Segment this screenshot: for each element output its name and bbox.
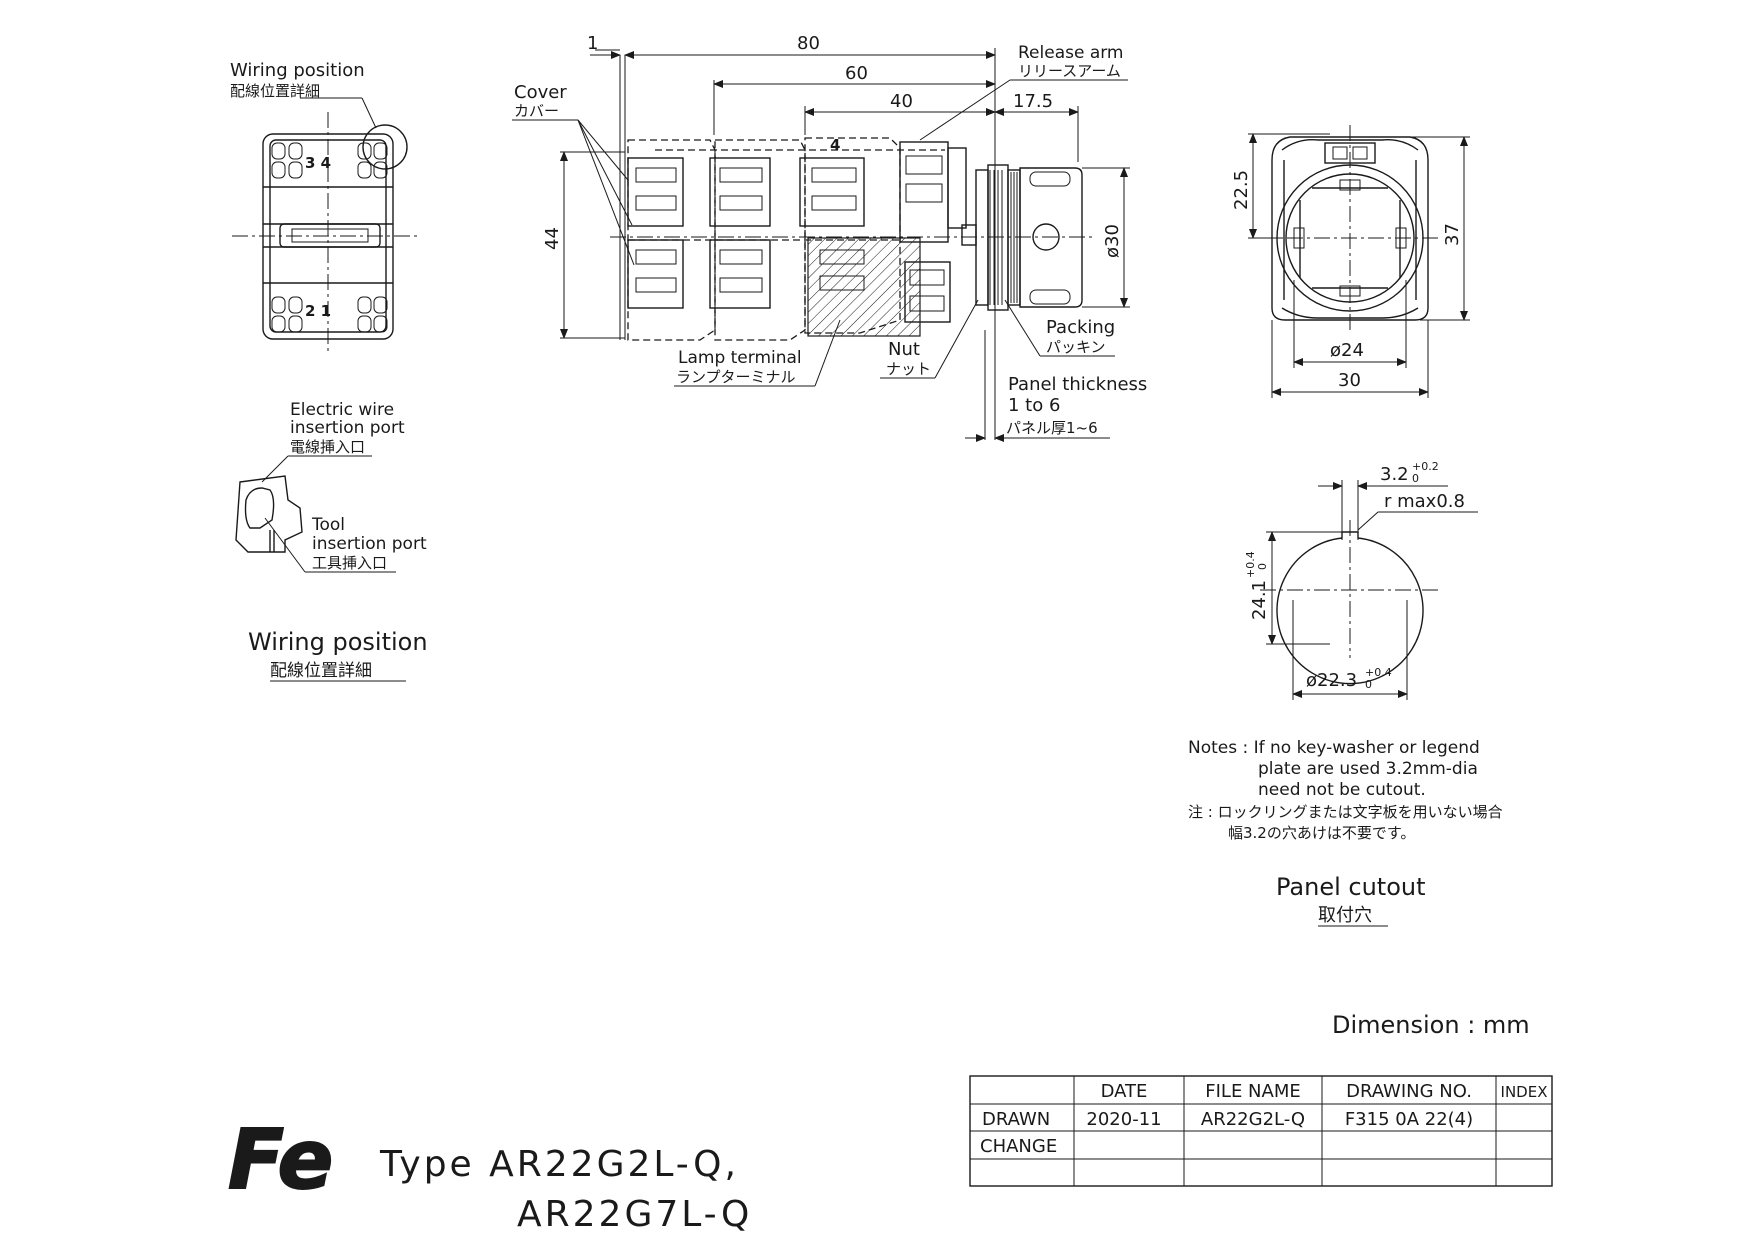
panel-cutout: 3.2 +0.2 0 r max0.8 24.1 +0.4 0 ø22.3 +0… xyxy=(1244,460,1478,700)
wiring-position-title-jp: 配線位置詳細 xyxy=(270,661,372,681)
title-block: DATE FILE NAME DRAWING NO. INDEX DRAWN 2… xyxy=(969,1075,1553,1187)
note-line-3: need not be cutout. xyxy=(1258,780,1426,800)
dim-22-3-tol-up: +0.4 xyxy=(1365,666,1392,679)
wiring-position-title: Wiring position xyxy=(248,628,428,656)
cover-label: Cover xyxy=(514,82,567,103)
dim-dia-30: ø30 xyxy=(1102,224,1123,258)
operator-head xyxy=(1019,167,1083,308)
tool-label-jp: 工具挿入口 xyxy=(312,554,387,572)
tool-label-2: insertion port xyxy=(312,534,427,554)
lamp-terminal-label-jp: ランプターミナル xyxy=(676,368,796,386)
notes: Notes : If no key-washer or legend plate… xyxy=(1188,738,1503,842)
note-line-2: plate are used 3.2mm-dia xyxy=(1258,759,1478,779)
dim-60: 60 xyxy=(845,63,868,84)
dim-30: 30 xyxy=(1338,370,1361,391)
r-max-label: r max0.8 xyxy=(1384,491,1465,512)
side-view: 1 80 60 40 17.5 Release arm リリースアーム 44 C… xyxy=(512,33,1147,442)
nut-label: Nut xyxy=(888,339,920,360)
tb-drawn-drawing-no: F315 0A 22(4) xyxy=(1345,1109,1473,1130)
panel-thickness-label: Panel thickness xyxy=(1008,374,1147,395)
dim-37: 37 xyxy=(1442,223,1463,246)
tb-row-drawn: DRAWN xyxy=(982,1109,1050,1130)
insertion-port-detail: Electric wire insertion port 電線挿入口 Tool … xyxy=(235,400,428,682)
dim-44: 44 xyxy=(542,227,563,250)
lamp-terminal-label: Lamp terminal xyxy=(678,348,802,368)
dim-3-2: 3.2 xyxy=(1380,464,1409,485)
dim-17-5: 17.5 xyxy=(1013,91,1053,112)
terminal-34-label: 3 4 xyxy=(305,154,331,172)
tb-header-index: INDEX xyxy=(1501,1083,1548,1101)
tb-drawn-file-name: AR22G2L-Q xyxy=(1201,1109,1305,1130)
dim-dia-22-3: ø22.3 xyxy=(1306,670,1357,691)
wiring-position-top-label-jp: 配線位置詳細 xyxy=(230,82,320,100)
cover-label-jp: カバー xyxy=(514,102,559,120)
nut-label-jp: ナット xyxy=(886,360,931,378)
tb-header-file-name: FILE NAME xyxy=(1205,1081,1300,1102)
tb-header-date: DATE xyxy=(1101,1081,1148,1102)
dim-1: 1 xyxy=(587,33,598,54)
dim-24-1-tol-up: +0.4 xyxy=(1244,551,1257,578)
product-type-line-2: AR22G7L-Q xyxy=(517,1194,752,1235)
fe-logo: Fe xyxy=(228,1113,333,1208)
dim-3-2-tol-low: 0 xyxy=(1412,472,1419,485)
packing-label-jp: パッキン xyxy=(1046,338,1106,356)
panel-thickness-range: 1 to 6 xyxy=(1008,395,1060,416)
wiring-position-top-label: Wiring position xyxy=(230,60,365,81)
tb-header-drawing-no: DRAWING NO. xyxy=(1346,1081,1472,1102)
dim-24-1-tol-low: 0 xyxy=(1256,563,1269,570)
dimension-unit: Dimension : mm xyxy=(1332,1011,1530,1039)
dim-40: 40 xyxy=(890,91,913,112)
panel-cutout-title: Panel cutout xyxy=(1276,873,1426,901)
dim-dia-24: ø24 xyxy=(1330,340,1364,361)
release-arm-label: Release arm xyxy=(1018,43,1124,63)
terminal-4-label: 4 xyxy=(830,136,840,154)
electric-wire-label-2: insertion port xyxy=(290,418,405,438)
dim-3-2-tol-up: +0.2 xyxy=(1412,460,1439,473)
dim-80: 80 xyxy=(797,33,820,54)
tool-label-1: Tool xyxy=(311,515,345,535)
dim-24-1: 24.1 xyxy=(1249,580,1270,620)
tb-drawn-date: 2020-11 xyxy=(1086,1109,1161,1130)
note-line-4: 注 : ロックリングまたは文字板を用いない場合 xyxy=(1188,803,1503,821)
release-arm-label-jp: リリースアーム xyxy=(1018,62,1121,80)
terminal-12-label: 2 1 xyxy=(305,302,331,320)
electric-wire-label-jp: 電線挿入口 xyxy=(290,438,365,456)
panel-cutout-title-jp: 取付穴 xyxy=(1318,905,1372,926)
dim-22-5: 22.5 xyxy=(1231,170,1252,210)
contact-block-3 xyxy=(799,157,865,227)
note-line-1: Notes : If no key-washer or legend xyxy=(1188,738,1480,758)
product-logo: Fe xyxy=(227,1112,334,1209)
wiring-position-top-view: Wiring position 配線位置詳細 3 4 2 1 xyxy=(230,60,418,355)
contact-block-2 xyxy=(709,157,771,309)
electric-wire-label-1: Electric wire xyxy=(290,400,394,420)
note-line-5: 幅3.2の穴あけは不要です。 xyxy=(1228,824,1415,842)
product-type-line-1: Type AR22G2L-Q, xyxy=(379,1144,739,1185)
tb-row-change: CHANGE xyxy=(980,1136,1057,1157)
packing-label: Packing xyxy=(1046,317,1115,338)
panel-thickness-label-jp: パネル厚1~6 xyxy=(1006,419,1098,437)
front-view: 22.5 37 ø24 30 xyxy=(1231,125,1470,398)
dim-22-3-tol-low: 0 xyxy=(1365,678,1372,691)
contact-block-1 xyxy=(627,157,684,309)
